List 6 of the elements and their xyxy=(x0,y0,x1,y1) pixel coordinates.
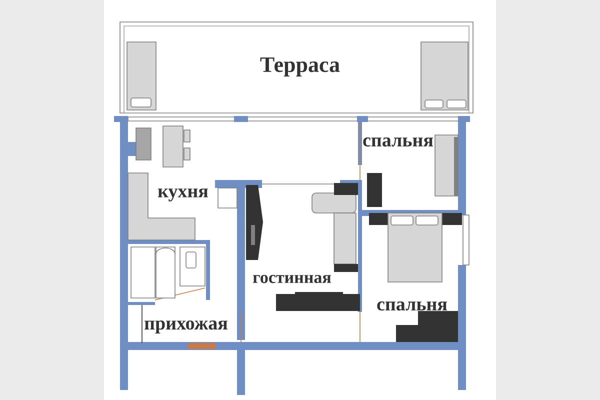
room-label: гостинная xyxy=(253,274,331,284)
room-label: прихожая xyxy=(144,320,228,334)
room-label: спальня xyxy=(377,301,447,311)
room-label: спальня xyxy=(363,137,433,147)
room-label: Терраса xyxy=(260,57,340,77)
room-label: кухня xyxy=(158,188,208,202)
